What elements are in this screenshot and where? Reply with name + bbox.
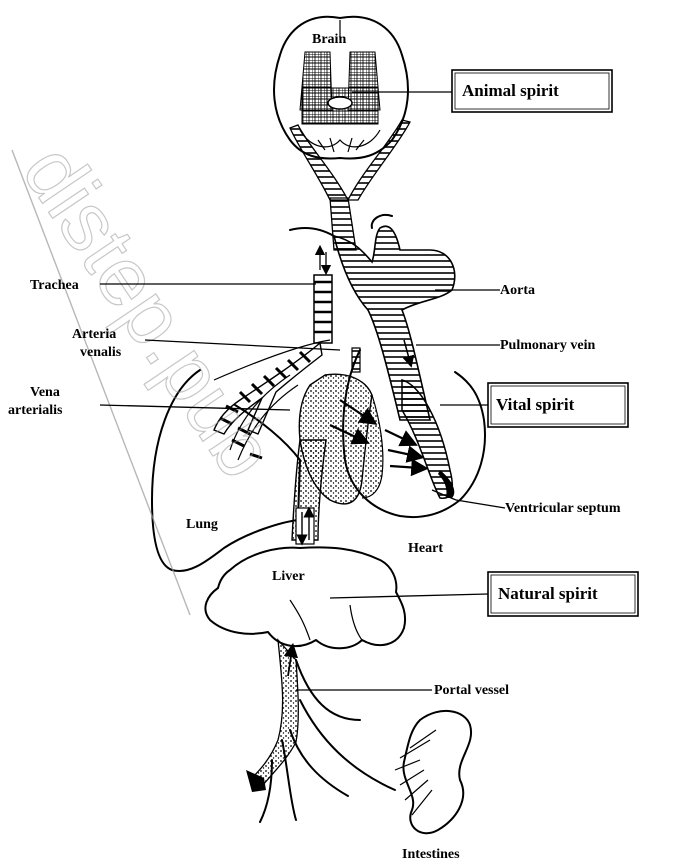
label-arteria: Arteria — [72, 327, 116, 342]
box-vital-spirit: Vital spirit — [488, 383, 628, 427]
label-natural-spirit: Natural spirit — [498, 584, 598, 603]
label-ventricular-septum: Ventricular septum — [505, 501, 621, 516]
trachea-figure — [314, 250, 332, 343]
label-vital-spirit: Vital spirit — [496, 395, 575, 414]
watermark: distep.pub — [5, 129, 292, 615]
portal-vessel-figure — [246, 640, 395, 822]
label-lung: Lung — [186, 517, 218, 532]
label-liver: Liver — [272, 569, 305, 584]
label-vena: Vena — [30, 385, 60, 400]
label-portal-vessel: Portal vessel — [434, 683, 509, 698]
intestines-figure — [395, 711, 471, 833]
label-venalis: venalis — [80, 345, 122, 360]
box-animal-spirit: Animal spirit — [452, 70, 612, 112]
box-natural-spirit: Natural spirit — [488, 572, 638, 616]
label-trachea: Trachea — [30, 278, 79, 293]
label-intestines: Intestines — [402, 847, 460, 862]
liver-figure — [205, 547, 405, 648]
label-pulmonary-vein: Pulmonary vein — [500, 338, 595, 353]
svg-text:distep.pub: distep.pub — [5, 129, 292, 494]
label-heart: Heart — [408, 541, 443, 556]
label-arterialis: arterialis — [8, 403, 63, 418]
label-aorta: Aorta — [500, 283, 535, 298]
label-brain: Brain — [312, 32, 346, 47]
label-animal-spirit: Animal spirit — [462, 81, 559, 100]
